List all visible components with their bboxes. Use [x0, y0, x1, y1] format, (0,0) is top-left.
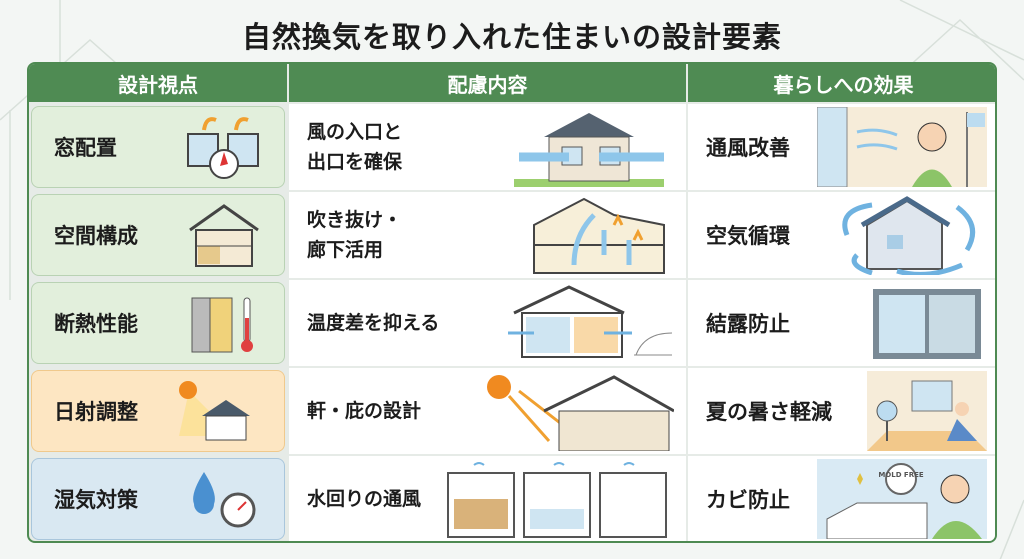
viewpoint-cell: 空間構成: [31, 194, 285, 276]
header-effect: 暮らしへの効果: [688, 64, 995, 102]
content-line: 軒・庇の設計: [307, 400, 422, 422]
sun-house-icon: [179, 381, 250, 441]
effect-label: 空気循環: [706, 224, 790, 248]
effect-cell: 結露防止: [688, 280, 995, 366]
mold-free-badge: MOLD FREE: [878, 471, 924, 479]
person-fan-icon: [867, 371, 987, 451]
effect-cell: カビ防止 MOLD FREE: [688, 456, 995, 541]
effect-cell: 夏の暑さ軽減: [688, 368, 995, 454]
viewpoint-cell: 断熱性能: [31, 282, 285, 364]
eaves-sunlight-icon: [487, 375, 674, 451]
effect-cell: 通風改善: [688, 104, 995, 190]
house-airflow-icon: [514, 113, 664, 187]
content-line: 風の入口と: [307, 121, 403, 143]
viewpoint-label: 空間構成: [54, 224, 138, 248]
house-section-icon: [189, 204, 259, 267]
clear-window-icon: [873, 289, 981, 359]
content-cell: 温度差を抑える: [289, 280, 686, 366]
design-elements-table: 設計視点 配慮内容 暮らしへの効果 窓配置 風の入口と出口を確保 通風改善 空間…: [27, 62, 997, 543]
viewpoint-cell: 湿気対策: [31, 458, 285, 540]
table-header: 設計視点 配慮内容 暮らしへの効果: [29, 64, 995, 102]
table-row: 断熱性能 温度差を抑える 結露防止: [29, 280, 995, 366]
effect-label: 通風改善: [706, 136, 790, 160]
water-drops-gauge-icon: [193, 472, 256, 528]
effect-label: 夏の暑さ軽減: [706, 400, 832, 424]
content-line: 廊下活用: [307, 239, 384, 261]
content-line: 温度差を抑える: [307, 312, 440, 334]
person-breeze-icon: [817, 107, 987, 187]
viewpoint-label: 湿気対策: [54, 488, 138, 512]
content-line: 吹き抜け・: [307, 209, 403, 231]
content-cell: 吹き抜け・廊下活用: [289, 192, 686, 278]
content-cell: 軒・庇の設計: [289, 368, 686, 454]
header-viewpoint: 設計視点: [29, 64, 287, 102]
effect-cell: 空気循環: [688, 192, 995, 278]
table-row: 窓配置 風の入口と出口を確保 通風改善: [29, 104, 995, 190]
viewpoint-label: 断熱性能: [54, 312, 138, 336]
header-content: 配慮内容: [289, 64, 686, 102]
atrium-airflow-icon: [533, 197, 665, 274]
window-compass-icon: [187, 117, 259, 179]
table-row: 湿気対策 水回りの通風 カビ防止 MOLD FREE: [29, 456, 995, 541]
content-line: 出口を確保: [307, 151, 403, 173]
table-row: 日射調整 軒・庇の設計 夏の暑さ軽減: [29, 368, 995, 454]
viewpoint-cell: 日射調整: [31, 370, 285, 452]
house-temperature-icon: [508, 285, 673, 358]
content-line: 水回りの通風: [307, 488, 422, 510]
wet-areas-airflow-icon: [447, 462, 667, 538]
table-row: 空間構成 吹き抜け・廊下活用 空気循環: [29, 192, 995, 278]
viewpoint-label: 窓配置: [54, 136, 117, 160]
effect-label: カビ防止: [706, 488, 790, 512]
content-cell: 水回りの通風: [289, 456, 686, 541]
insulation-thermometer-icon: [191, 297, 253, 353]
house-circulation-icon: [842, 196, 976, 275]
page-title: 自然換気を取り入れた住まいの設計要素: [241, 20, 782, 54]
viewpoint-label: 日射調整: [54, 400, 138, 424]
viewpoint-cell: 窓配置: [31, 106, 285, 188]
content-cell: 風の入口と出口を確保: [289, 104, 686, 190]
mold-free-bathroom-icon: MOLD FREE: [817, 459, 987, 539]
effect-label: 結露防止: [706, 312, 790, 336]
